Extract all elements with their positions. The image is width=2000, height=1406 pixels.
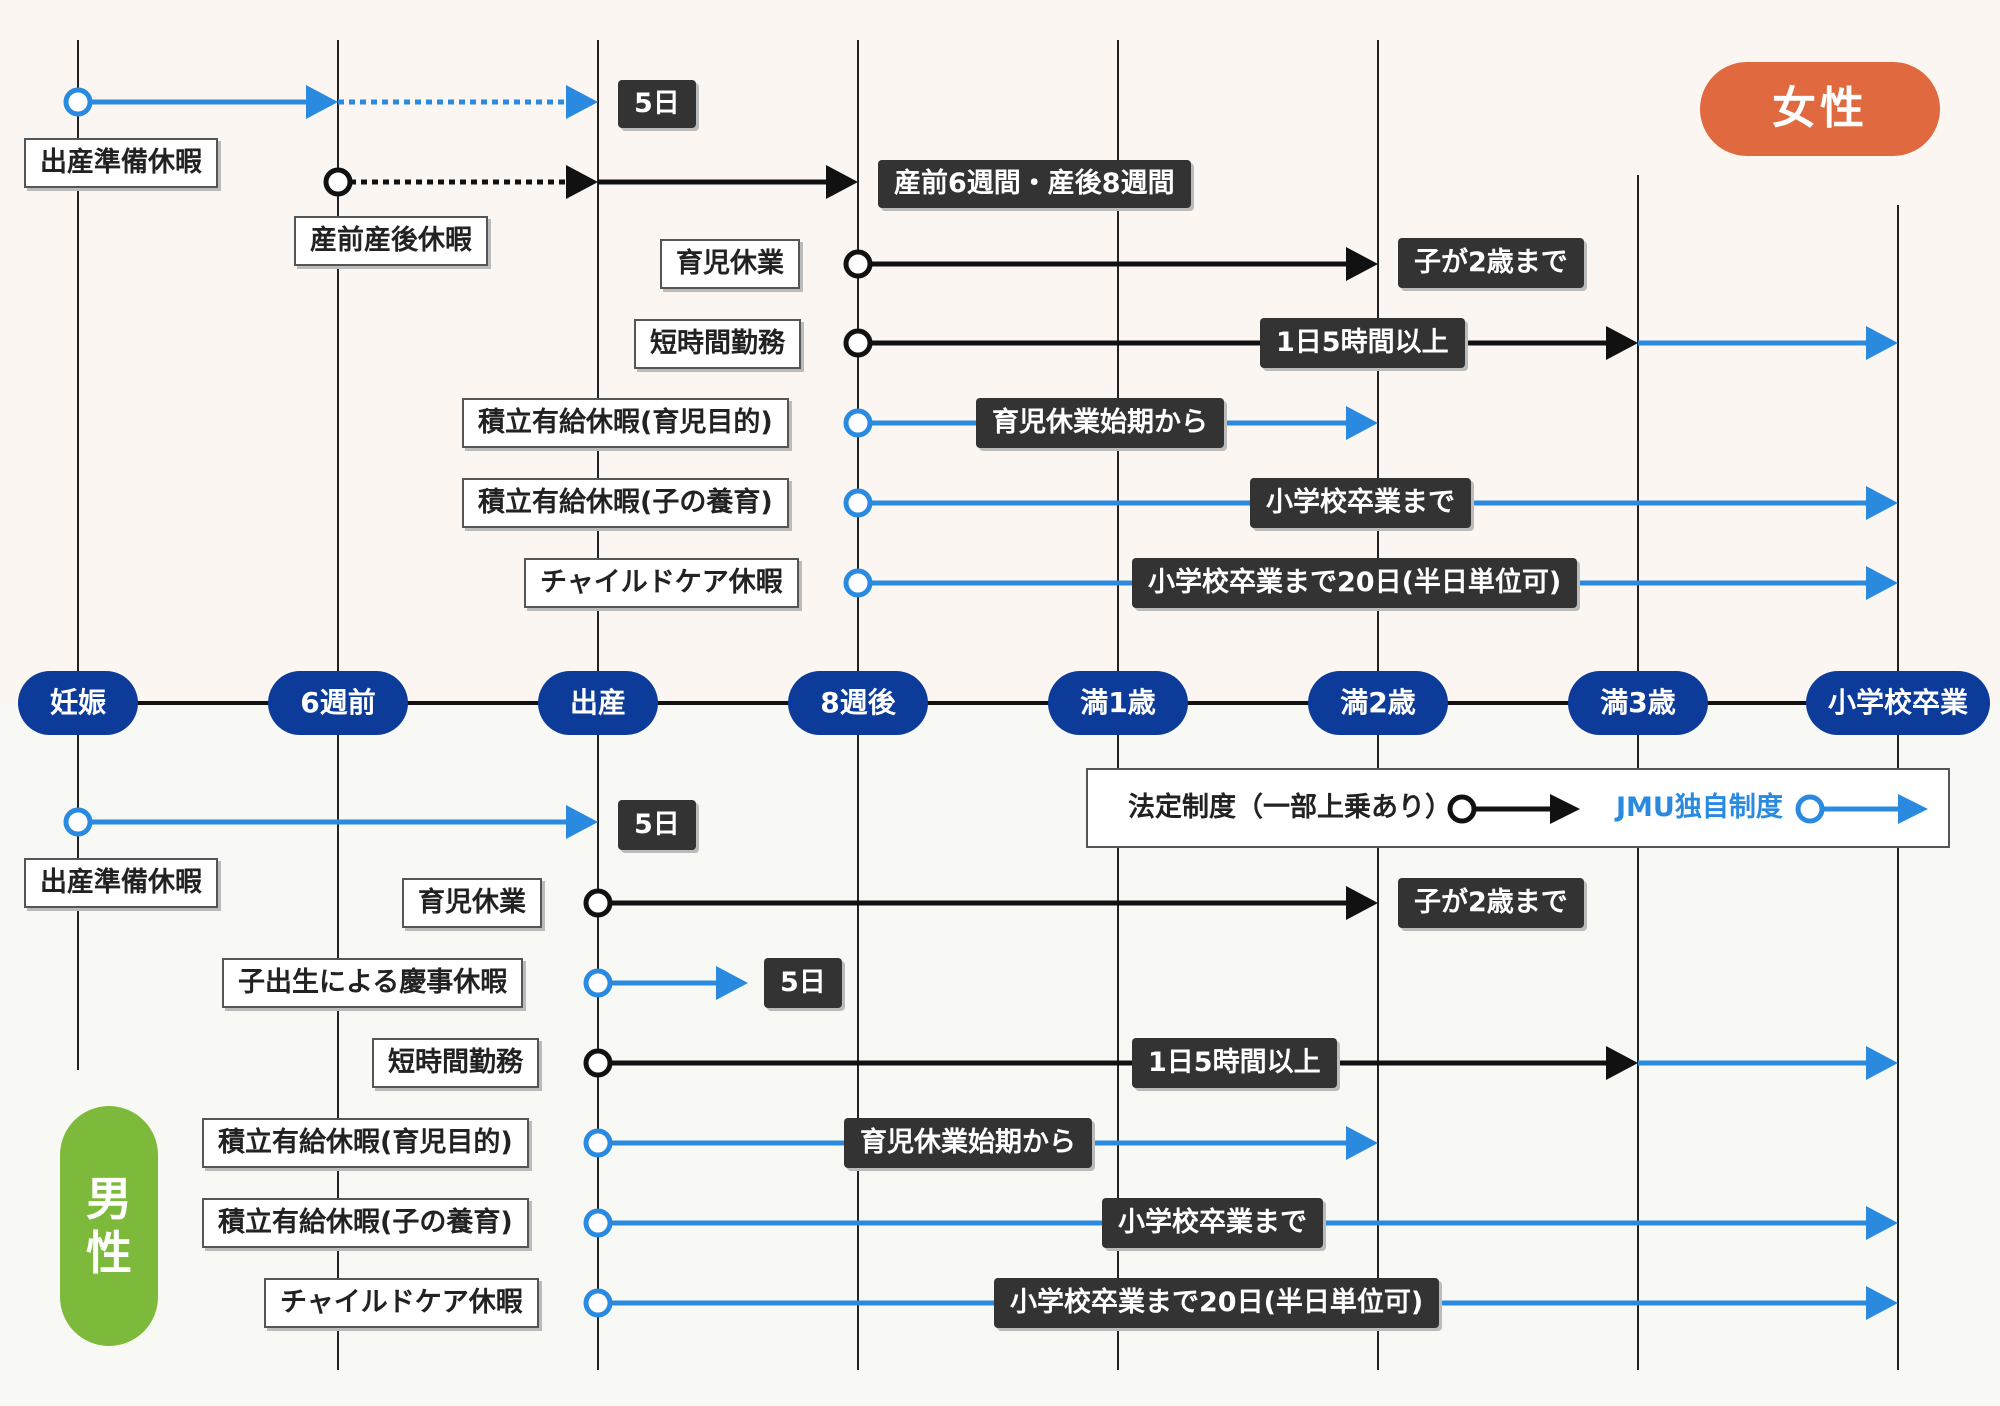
start-circle <box>583 888 613 918</box>
male-note-accum-leave-upbringing: 小学校卒業まで <box>1102 1198 1323 1248</box>
start-circle <box>323 167 353 197</box>
male-label-accum-leave-childcare: 積立有給休暇(育児目的) <box>202 1118 529 1168</box>
milestone-2: 出産 <box>538 671 658 735</box>
female-badge: 女性 <box>1700 62 1940 156</box>
milestone-3: 8週後 <box>788 671 928 735</box>
legend-jmu-icon <box>1795 794 1928 824</box>
male-note-childcare-leave: 子が2歳まで <box>1398 878 1584 928</box>
milestone-0: 妊娠 <box>18 671 138 735</box>
arrow-head <box>716 966 748 1000</box>
milestone-4: 満1歳 <box>1048 671 1188 735</box>
milestone-6: 満3歳 <box>1568 671 1708 735</box>
arrow-head <box>566 805 598 839</box>
arrow-head <box>1346 1126 1378 1160</box>
legend-statutory-label: 法定制度（一部上乗あり） <box>1128 792 1452 823</box>
milestone-7: 小学校卒業 <box>1806 671 1990 735</box>
milestone-5: 満2歳 <box>1308 671 1448 735</box>
arrow-head <box>1866 486 1898 520</box>
start-circle <box>63 87 93 117</box>
male-note-birth-celebration: 5日 <box>764 958 842 1008</box>
arrow-head <box>1606 326 1638 360</box>
male-badge-line1: 男 <box>86 1172 132 1226</box>
arrow-head <box>566 165 598 199</box>
arrow-head <box>1866 1046 1898 1080</box>
male-label-childcare-leave: 育児休業 <box>402 878 542 928</box>
start-circle <box>583 1128 613 1158</box>
male-note-birth-prep: 5日 <box>618 800 696 850</box>
arrow-head <box>1346 247 1378 281</box>
start-circle <box>843 328 873 358</box>
arrow-head <box>1606 1046 1638 1080</box>
arrow-head <box>566 85 598 119</box>
arrow-head <box>1346 886 1378 920</box>
arrow-head <box>826 165 858 199</box>
female-label-birth-prep: 出産準備休暇 <box>24 138 218 188</box>
female-label-accum-leave-upbringing: 積立有給休暇(子の養育) <box>462 478 789 528</box>
female-label-maternity: 産前産後休暇 <box>294 216 488 266</box>
female-label-childcare-holiday: チャイルドケア休暇 <box>524 558 799 608</box>
arrow-head <box>1866 326 1898 360</box>
arrow-head <box>1866 1286 1898 1320</box>
male-badge: 男 性 <box>60 1106 158 1346</box>
start-circle <box>843 568 873 598</box>
male-label-birth-celebration: 子出生による慶事休暇 <box>222 958 524 1008</box>
male-note-accum-leave-childcare: 育児休業始期から <box>844 1118 1092 1168</box>
start-circle <box>63 807 93 837</box>
male-badge-line2: 性 <box>86 1226 132 1280</box>
female-section-background <box>0 0 2000 703</box>
male-note-childcare-holiday: 小学校卒業まで20日(半日単位可) <box>994 1278 1440 1328</box>
start-circle <box>843 488 873 518</box>
arrow-head <box>306 85 338 119</box>
female-label-accum-leave-childcare: 積立有給休暇(育児目的) <box>462 398 789 448</box>
female-note-childcare-holiday: 小学校卒業まで20日(半日単位可) <box>1132 558 1578 608</box>
arrow-head <box>1346 406 1378 440</box>
female-note-accum-leave-childcare: 育児休業始期から <box>976 398 1224 448</box>
start-circle <box>843 408 873 438</box>
female-note-birth-prep: 5日 <box>618 80 696 128</box>
male-label-birth-prep: 出産準備休暇 <box>24 858 218 908</box>
male-label-short-hours: 短時間勤務 <box>372 1038 539 1088</box>
arrow-head <box>1866 1206 1898 1240</box>
male-note-short-hours: 1日5時間以上 <box>1132 1038 1337 1088</box>
start-circle <box>843 249 873 279</box>
legend-jmu-label: JMU独自制度 <box>1616 792 1783 823</box>
female-note-accum-leave-upbringing: 小学校卒業まで <box>1250 478 1471 528</box>
start-circle <box>583 1048 613 1078</box>
arrow-head <box>1866 566 1898 600</box>
start-circle <box>583 1208 613 1238</box>
female-label-short-hours: 短時間勤務 <box>634 319 801 369</box>
milestone-1: 6週前 <box>268 671 408 735</box>
male-label-accum-leave-upbringing: 積立有給休暇(子の養育) <box>202 1198 529 1248</box>
female-label-childcare-leave: 育児休業 <box>660 239 800 289</box>
male-label-childcare-holiday: チャイルドケア休暇 <box>264 1278 539 1328</box>
start-circle <box>583 968 613 998</box>
legend-statutory-icon <box>1447 794 1580 824</box>
female-note-childcare-leave: 子が2歳まで <box>1398 238 1584 288</box>
start-circle <box>583 1288 613 1318</box>
female-note-short-hours: 1日5時間以上 <box>1260 318 1465 368</box>
female-note-maternity: 産前6週間・産後8週間 <box>878 160 1191 208</box>
legend: 法定制度（一部上乗あり） JMU独自制度 <box>1086 768 1950 848</box>
